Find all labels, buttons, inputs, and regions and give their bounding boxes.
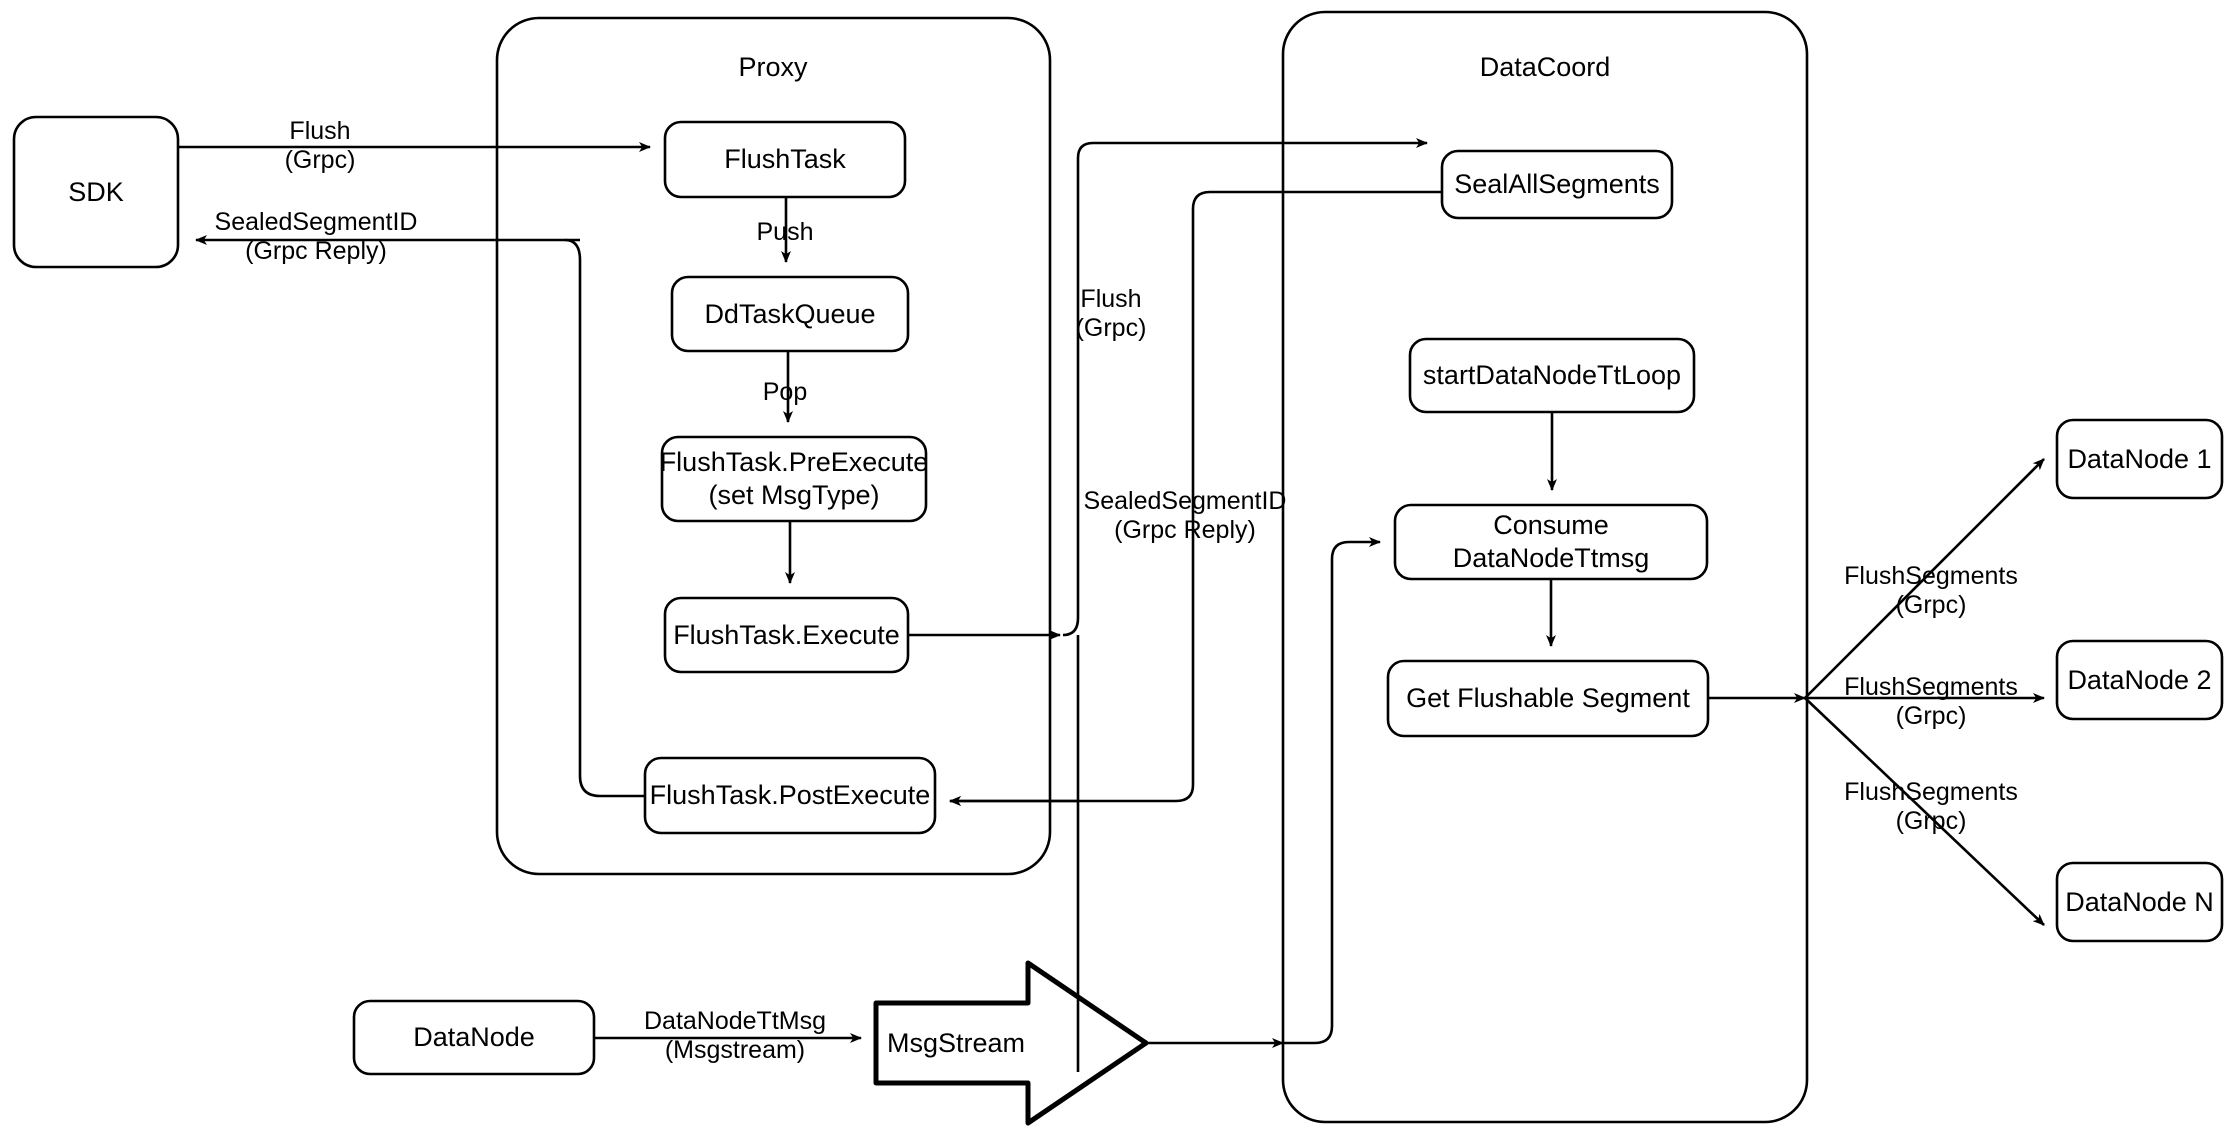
node-start-datanode-ttloop-border	[1408, 337, 1696, 414]
node-flush-task-postexecute-border	[643, 756, 937, 835]
node-seal-all-segments-border	[1440, 149, 1674, 220]
node-datanode-source-border	[352, 999, 596, 1076]
shape-msgstream-border	[873, 960, 1149, 1126]
edge-sealallsegments-reply-rail	[949, 190, 1442, 806]
node-datanode-2-border	[2055, 639, 2224, 721]
node-flush-task-execute-border	[663, 596, 910, 674]
edge-hub-to-datanode-n	[1804, 697, 2045, 926]
edge-flush-grpc-rail	[1062, 138, 1428, 637]
edge-datacoord-rail-to-consume	[1283, 537, 1381, 1045]
edge-hub-to-datanode-1	[1804, 458, 2045, 699]
node-dd-task-queue-border	[670, 275, 910, 353]
node-get-flushable-segment-border	[1386, 659, 1710, 738]
node-consume-datanode-ttmsg-border	[1393, 503, 1709, 581]
node-datanode-n-border	[2055, 861, 2224, 943]
edge-postexecute-to-reply-rail	[564, 238, 645, 798]
node-sdk-border	[12, 115, 180, 269]
node-datanode-1-border	[2055, 418, 2224, 500]
node-flush-task-border	[663, 120, 907, 199]
node-flush-task-preexecute-border	[660, 435, 928, 523]
